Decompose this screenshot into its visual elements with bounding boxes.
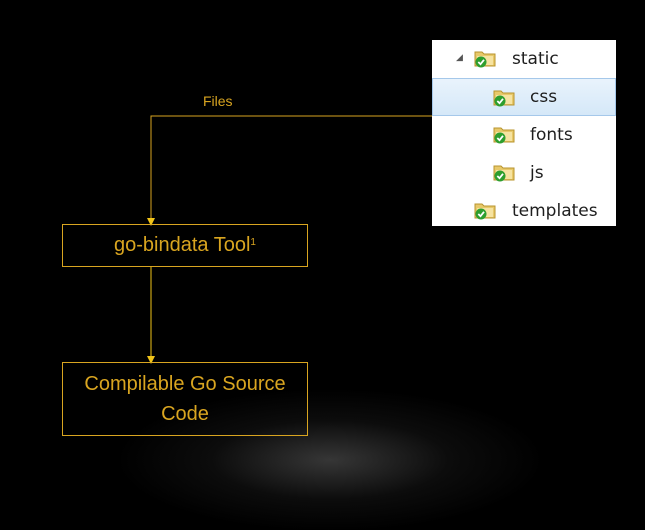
tree-item-label: fonts: [530, 125, 573, 145]
tree-item-label: css: [530, 87, 558, 107]
go-source-code-node: Compilable Go Source Code: [62, 362, 308, 436]
tree-item-templates[interactable]: templates: [432, 192, 616, 230]
tree-item-label: js: [530, 163, 544, 183]
tree-item-js[interactable]: js: [432, 154, 616, 192]
folder-synced-icon: [493, 127, 515, 144]
folder-synced-icon: [493, 165, 515, 182]
folder-synced-icon: [474, 203, 496, 220]
tree-item-css[interactable]: css: [432, 78, 616, 116]
folder-synced-icon: [474, 51, 496, 68]
tree-item-static[interactable]: ◢ static: [432, 40, 616, 78]
tree-item-fonts[interactable]: fonts: [432, 116, 616, 154]
files-edge-label: Files: [203, 93, 233, 109]
footnote-marker: 1: [250, 237, 256, 248]
tree-item-label: static: [512, 49, 559, 69]
folder-synced-icon: [493, 90, 515, 107]
code-node-label: Compilable Go Source Code: [84, 373, 286, 425]
expanded-triangle-icon[interactable]: ◢: [456, 53, 463, 63]
connector-layer: [147, 115, 432, 364]
files-connector: [147, 115, 432, 226]
tool-node-label: go-bindata Tool: [114, 234, 251, 256]
tree-item-label: templates: [512, 201, 598, 221]
folder-tree: ◢ static css fonts: [432, 40, 616, 226]
